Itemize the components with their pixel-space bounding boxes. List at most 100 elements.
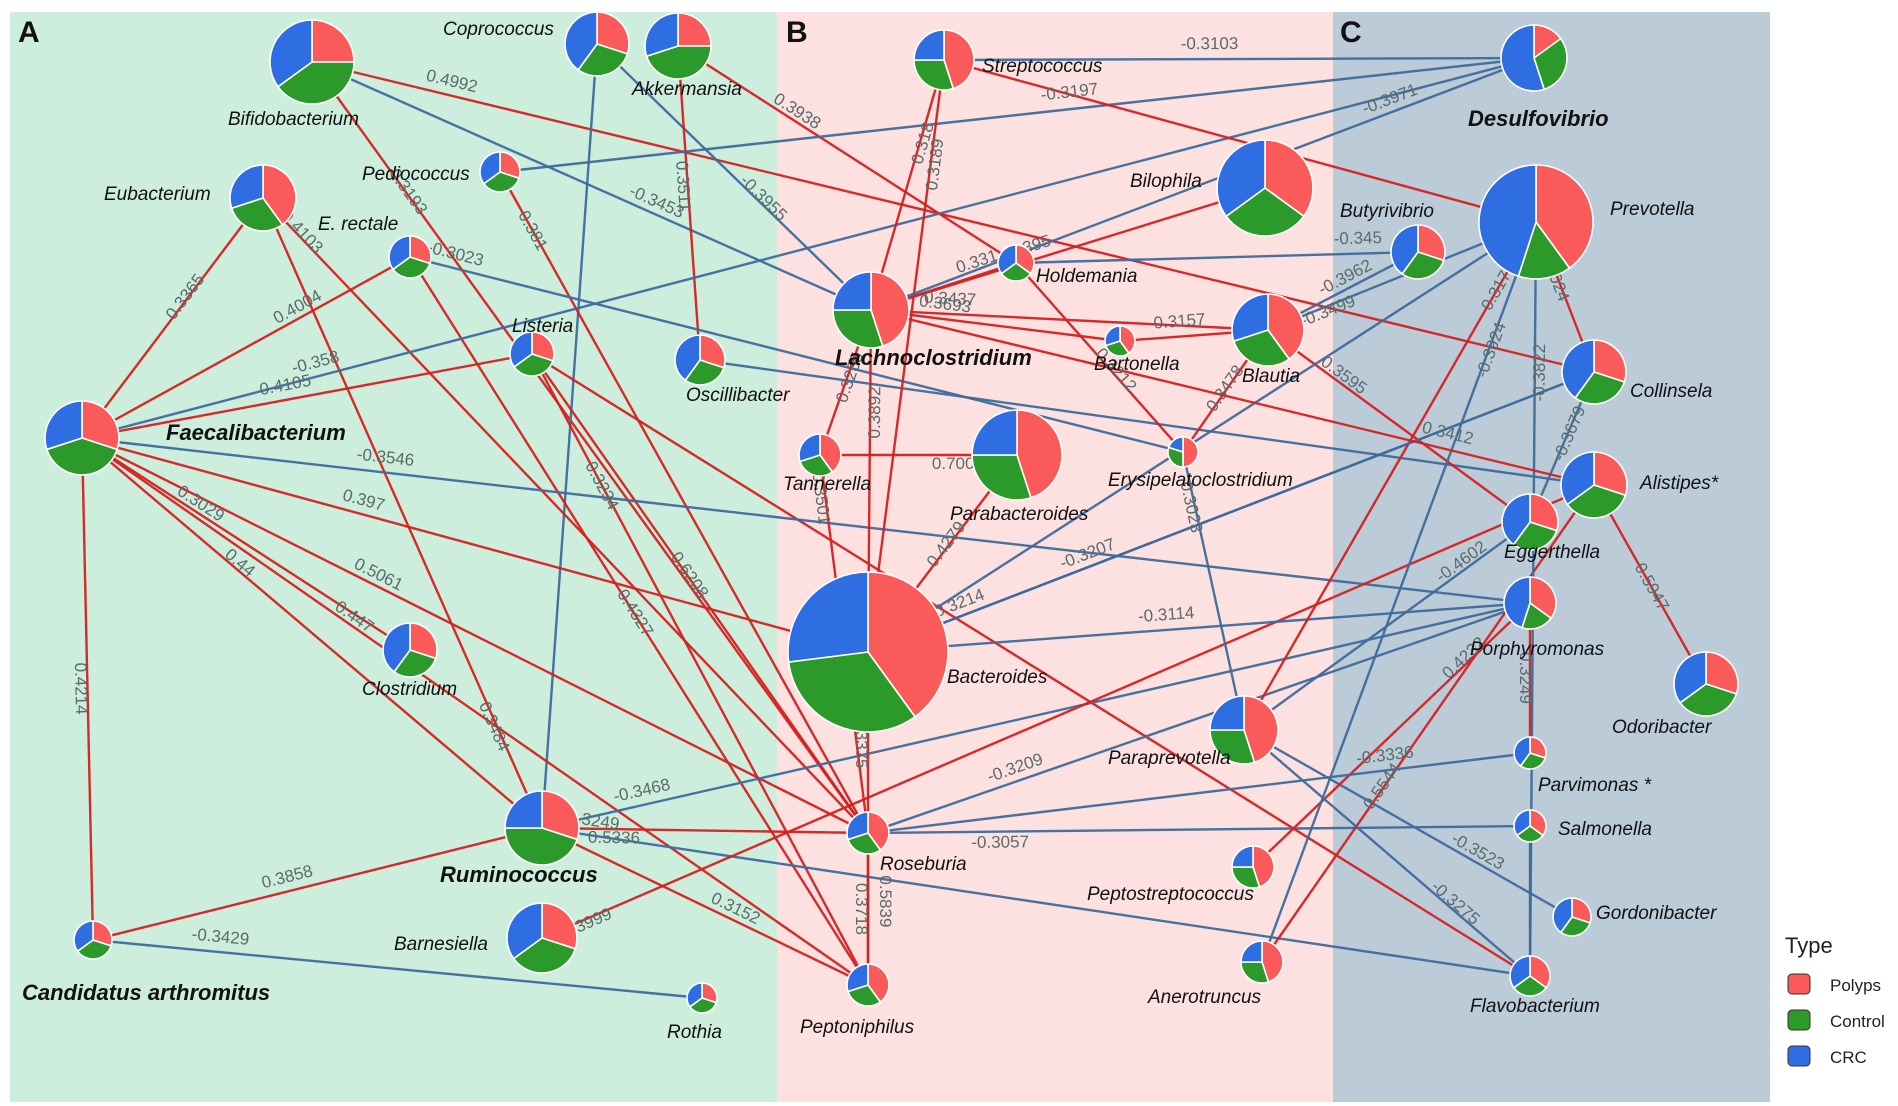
edge-peptostreptococcus-porphyromonas [1252,602,1531,868]
edge-blautia-eggerthella [1267,329,1531,523]
pie-slice-streptococcus-control [913,59,955,91]
edge-faecalibacterium-roseburia [81,436,869,835]
node-label-eggerthella: Eggerthella [1504,542,1600,563]
node-labels: BifidobacteriumCoprococcusAkkermansiaPed… [22,19,1719,1043]
pie-slice-eggerthella-crc [1501,493,1531,546]
edge-holdemania-erysipelatoclostridium [1015,262,1184,453]
node-erysipelatoclostridium [1167,436,1199,468]
node-label-porphyromonas: Porphyromonas [1470,639,1605,660]
pie-slice-faecalibacterium-control [45,437,119,476]
node-label-gordonibacter: Gordonibacter [1596,903,1717,924]
edge-label-roseburia-peptoniphilus: 0.3718 [852,883,871,935]
pie-slice-listeria-polyps [531,331,555,362]
pie-slice-peptostreptococcus-polyps [1252,845,1275,888]
node-label-rothia: Rothia [667,1022,722,1043]
node-paraprevotella [1209,695,1279,765]
pie-slice-blautia-polyps [1267,293,1305,361]
edge-label-roseburia-salmonella: -0.3057 [971,832,1029,852]
node-label-barnesiella: Barnesiella [394,934,488,955]
node-parabacteroides [971,409,1063,501]
pie-slice-collinsela-control [1574,371,1626,405]
pie-slice-lachnoclostridium-control [832,309,884,349]
panel-a-background [10,12,777,1102]
edge-bifidobacterium-lachnoclostridium [311,60,872,312]
node-label-paraprevotella: Paraprevotella [1108,748,1231,769]
node-label-alistipes: Alistipes* [1639,473,1719,494]
pie-slice-bilophila-polyps [1264,139,1314,218]
edge-lachnoclostridium-desulfovibrio [870,56,1535,312]
pie-slice-faecalibacterium-polyps [81,400,120,451]
node-label-blautia: Blautia [1242,366,1300,387]
pie-slice-collinsela-crc [1561,339,1595,400]
node-label-desulfovibrio: Desulfovibrio [1468,106,1609,131]
legend-title: Type [1785,933,1833,958]
pie-slice-rothia-control [688,997,718,1014]
node-bacteroides [787,571,949,733]
node-coprococcus [564,11,630,77]
edge-alistipes-odoribacter [1592,484,1708,685]
pie-slice-collinsela-polyps [1593,339,1627,383]
pie-slice-bilophila-crc [1216,139,1266,218]
edge-label-lachnoclostridium-blautia: 0.3437 [924,288,977,310]
node-pediococcus [479,151,521,193]
edge-pediococcus-roseburia [498,171,870,834]
node-bartonella [1104,325,1136,357]
node-label-ruminococcus: Ruminococcus [440,862,598,887]
pie-slice-peptostreptococcus-control [1231,866,1261,889]
pie-slice-erysipelatoclostridium-crc [1167,436,1184,454]
node-blautia [1231,293,1305,367]
edge-roseburia-porphyromonas [867,601,1531,835]
node-oscillibacter [674,334,726,386]
pie-slice-odoribacter-polyps [1705,651,1739,695]
node-label-tannerella: Tannerella [783,474,871,495]
pie-slice-alistipes-crc [1560,451,1595,506]
edge-oscillibacter-alistipes [699,358,1595,487]
pie-slice-eggerthella-control [1512,521,1558,551]
pie-slice-blautia-crc [1231,293,1269,343]
node-listeria [509,331,555,377]
node-roseburia [846,811,890,855]
legend-swatch-control [1787,1009,1811,1031]
pie-slice-gordonibacter-control [1559,916,1592,937]
pie-slice-pediococcus-crc [479,151,501,185]
edge-streptococcus-prevotella [943,58,1537,224]
pie-slice-listeria-control [513,353,554,377]
pie-slice-streptococcus-polyps [943,29,975,90]
node-peptostreptococcus [1231,845,1275,889]
pie-slice-bilophila-control [1225,187,1305,237]
edge-listeria-peptoniphilus [530,353,870,986]
edge-eubacterium-roseburia [262,197,869,834]
edge-collinsela-bacteroides [867,370,1595,654]
panel-letter-c: C [1340,16,1362,49]
pie-slice-desulfovibrio-crc [1500,24,1546,92]
pie-slice-bartonella-crc [1104,325,1121,347]
pie-slice-prevotella-control [1517,220,1571,280]
edge-faecalibacterium-porphyromonas [81,436,1531,605]
pie-slice-eubacterium-crc [229,164,264,210]
edge-lachnoclostridium-blautia [870,308,1269,332]
pie-slice-faecalibacterium-crc [44,400,83,451]
pie-slice-anerotruncus-control [1240,961,1270,984]
node-label-collinsela: Collinsela [1630,381,1712,402]
node-flavobacterium [1509,955,1551,997]
pie-slice-flavobacterium-polyps [1529,955,1551,989]
edge-eggerthella-paraprevotella [1243,521,1531,731]
panel-letter-a: A [18,16,40,49]
pie-slice-butyrivibrio-control [1401,251,1445,280]
pie-slice-bifidobacterium-polyps [311,19,355,63]
node-eubacterium [229,164,297,232]
edge-label-faecalibacterium-candidatus-arthromitus: 0.4214 [71,662,91,714]
pie-slice-candidatus-arthromitus-control [76,939,113,960]
node-label-bacteroides: Bacteroides [947,667,1048,688]
pie-slice-eggerthella-polyps [1529,493,1559,532]
pie-slice-candidatus-arthromitus-crc [73,920,94,953]
panel-letter-b: B [786,16,808,49]
edge-faecalibacterium-bacteroides [81,436,869,654]
edge-flavobacterium-paraprevotella [1243,729,1531,977]
node-eggerthella [1501,493,1559,551]
pie-slice-prevotella-polyps [1535,164,1594,270]
edge-e-rectale-faecalibacterium [81,255,411,440]
pie-slice-e-rectale-crc [388,235,411,271]
node-label-oscillibacter: Oscillibacter [686,385,790,406]
legend-label-crc: CRC [1830,1048,1867,1067]
